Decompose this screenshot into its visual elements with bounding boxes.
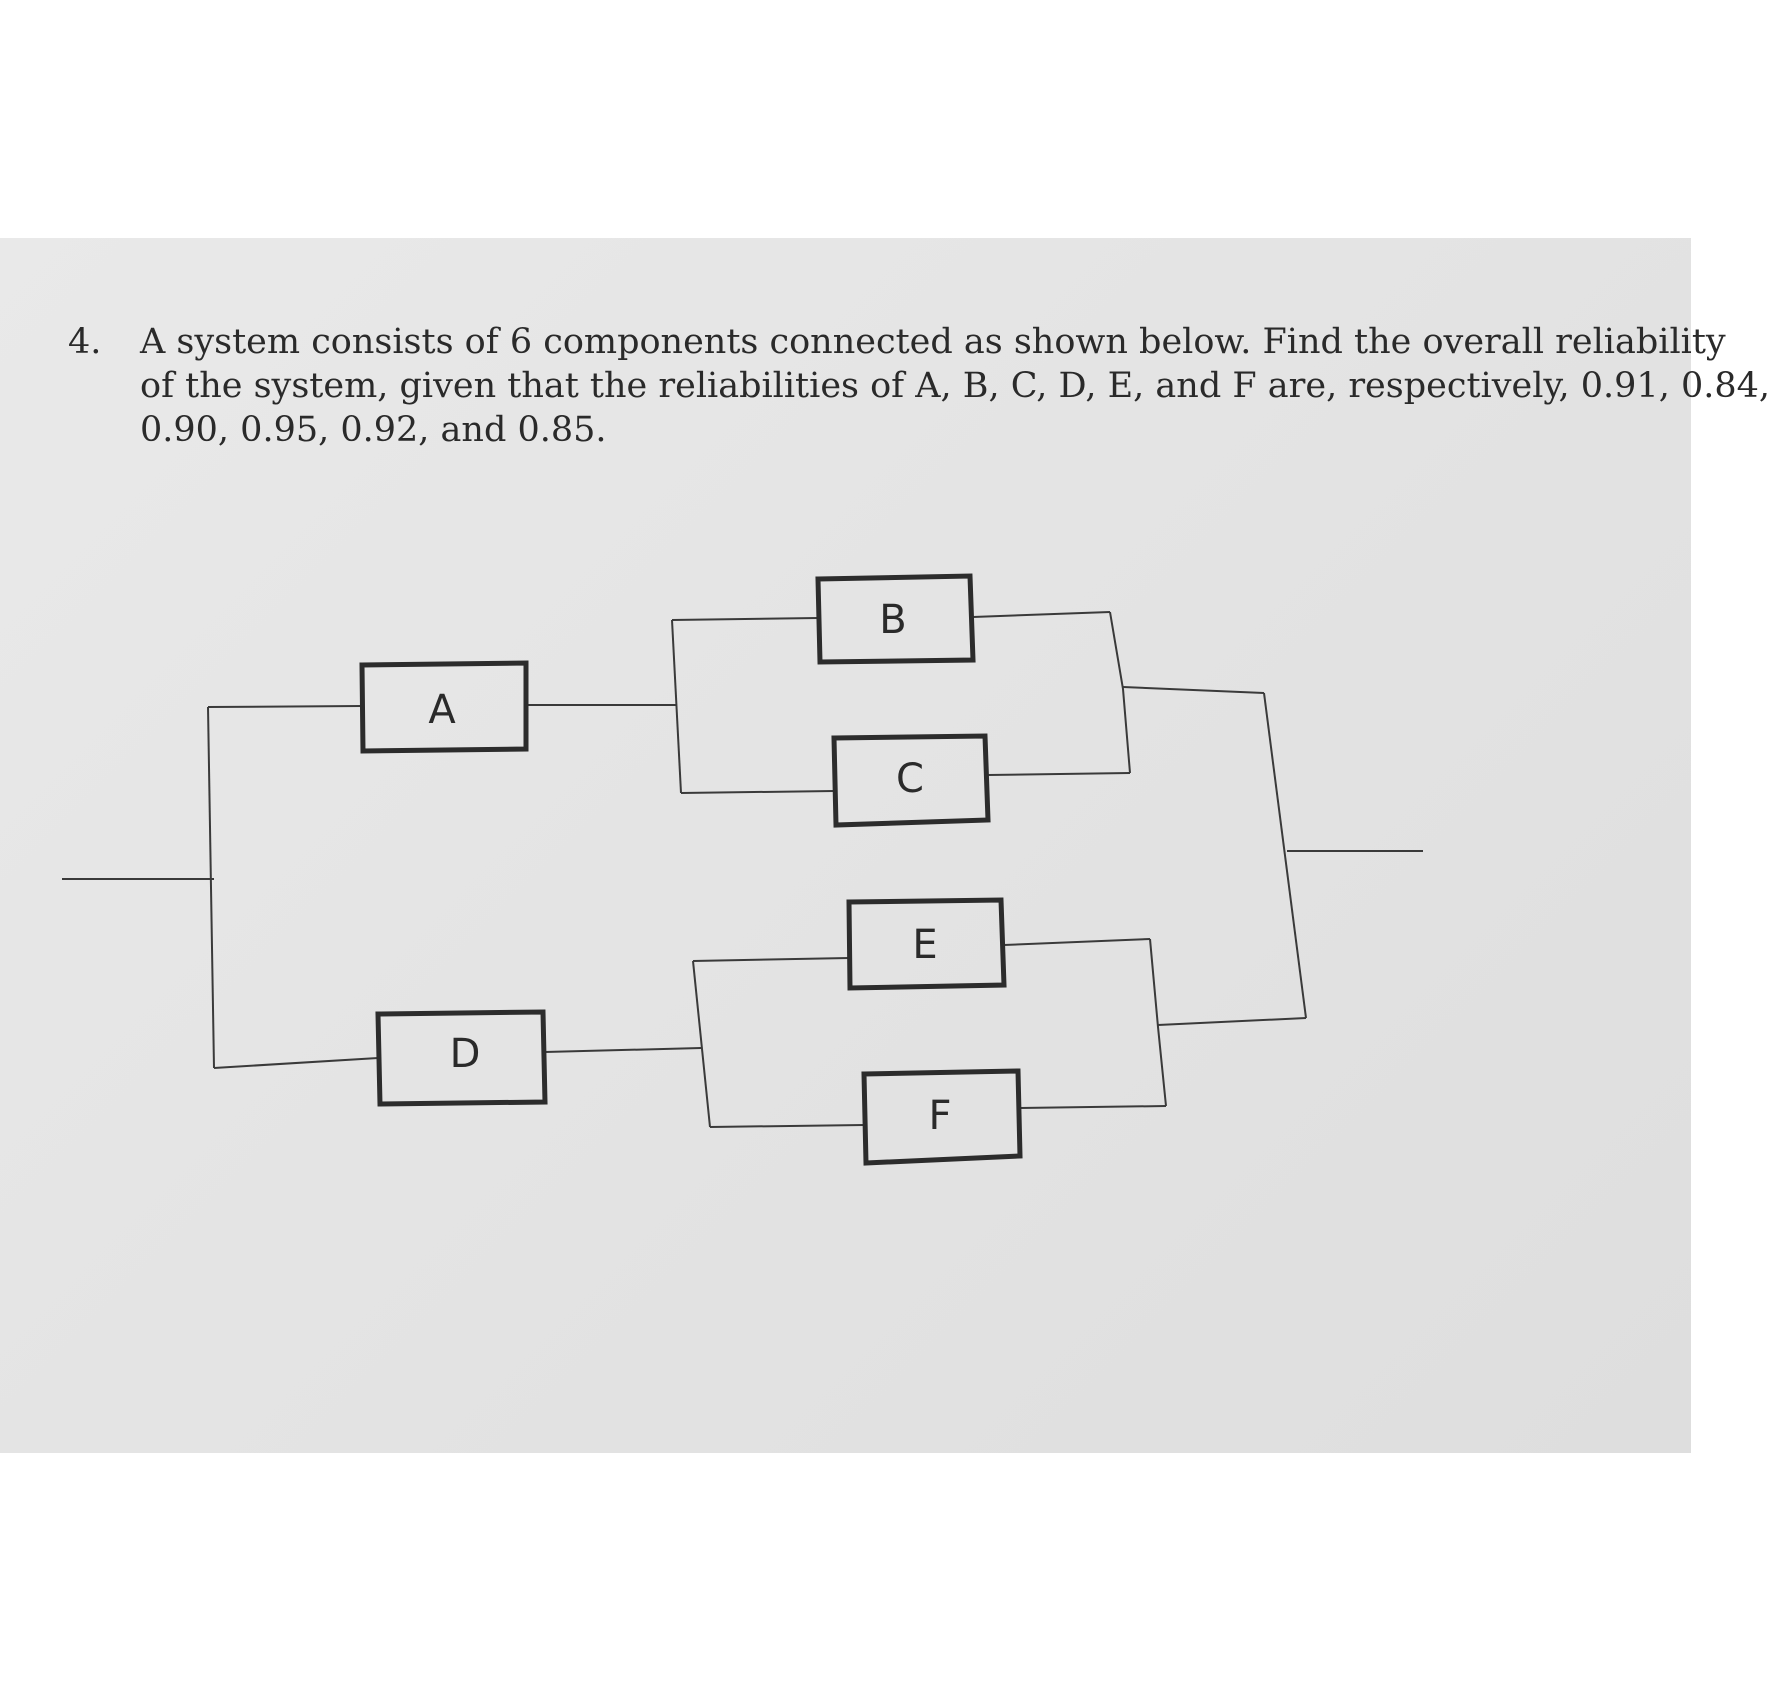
problem-line-3: 0.90, 0.95, 0.92, and 0.85. (140, 410, 607, 450)
wire-to-c (680, 790, 835, 794)
ef-right-split-wire (1149, 938, 1167, 1107)
wire-from-c (987, 772, 1131, 776)
component-b: B (815, 573, 976, 665)
wire-d-to-ef (544, 1047, 702, 1053)
component-c-label: C (896, 756, 924, 802)
problem-line-1: A system consists of 6 components connec… (140, 322, 1726, 362)
wire-from-b (972, 611, 1111, 618)
left-split-wire (207, 706, 215, 1069)
problem-number: 4. (68, 322, 102, 362)
wire-to-e (692, 957, 850, 962)
component-a: A (359, 660, 529, 754)
wire-from-e (1003, 938, 1151, 946)
wire-to-f (709, 1124, 865, 1128)
component-f-label: F (928, 1093, 951, 1139)
wire-bc-to-output (1122, 686, 1265, 694)
wire-to-b (671, 617, 819, 621)
bc-right-split-wire (1109, 611, 1131, 774)
problem-text: A system consists of 6 components connec… (140, 320, 1770, 452)
ef-left-split-wire (692, 960, 711, 1128)
component-a-label: A (428, 687, 456, 733)
component-d: D (375, 1009, 548, 1107)
component-e-label: E (912, 922, 937, 968)
wire-ef-to-output (1157, 1017, 1307, 1026)
bc-left-split-wire (671, 619, 682, 794)
right-merge-wire (1263, 692, 1307, 1019)
wire-to-d (213, 1057, 379, 1069)
component-d-label: D (450, 1031, 481, 1077)
wire-to-a (207, 705, 363, 708)
component-b-label: B (879, 597, 906, 643)
component-c: C (831, 733, 991, 828)
reliability-diagram: A B C D E F (62, 573, 1423, 1166)
problem-line-2: of the system, given that the reliabilit… (140, 366, 1770, 406)
component-e: E (846, 897, 1007, 991)
component-f: F (861, 1068, 1023, 1166)
paper-photo (0, 238, 1691, 1453)
wire-from-f (1019, 1105, 1167, 1109)
